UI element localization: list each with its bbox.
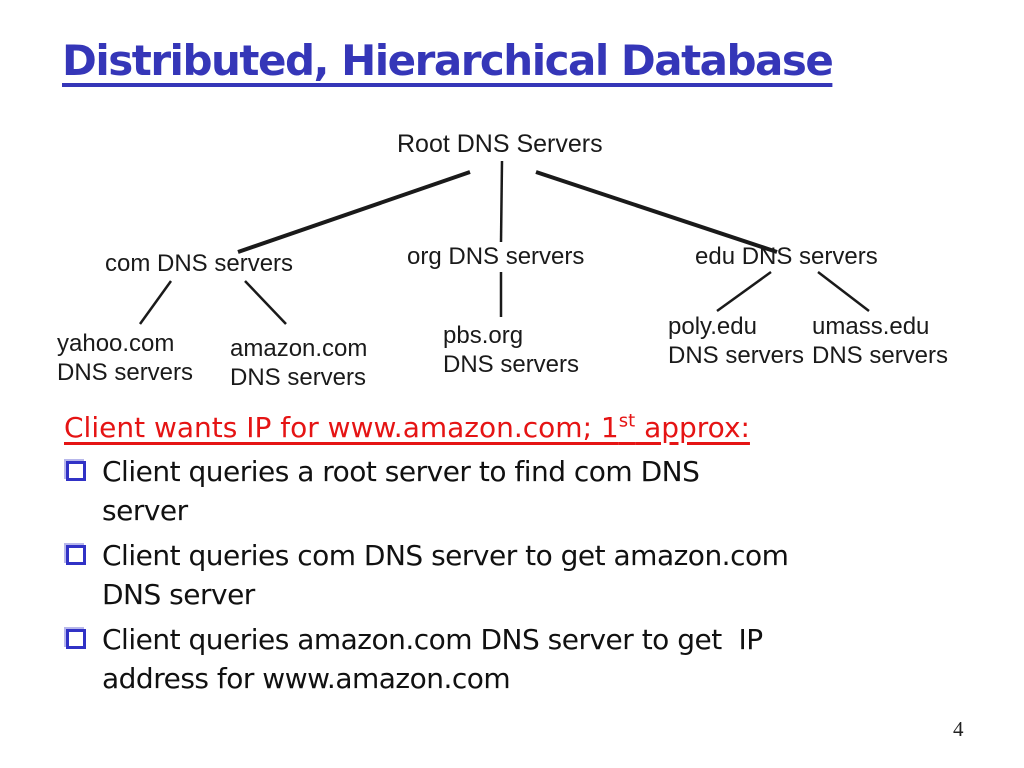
bullet-line: Client queries com DNS server to get ama… bbox=[102, 539, 789, 572]
bullet-line: DNS server bbox=[102, 578, 255, 611]
node-line: DNS servers bbox=[57, 359, 194, 386]
square-bullet-icon bbox=[66, 545, 86, 565]
edge-edu-umass bbox=[817, 271, 870, 312]
node-line: DNS servers bbox=[230, 364, 367, 391]
list-item: Client queries a root server to find com… bbox=[64, 452, 964, 530]
edge-root-org bbox=[499, 160, 504, 243]
edge-edu-poly bbox=[716, 270, 772, 313]
edge-com-amazon bbox=[244, 280, 287, 325]
bullet-line: Client queries a root server to find com… bbox=[102, 455, 700, 488]
node-line: yahoo.com bbox=[57, 330, 175, 357]
bullet-list: Client queries a root server to find com… bbox=[64, 452, 964, 704]
node-line: pbs.org bbox=[443, 322, 524, 349]
heading-superscript: st bbox=[618, 410, 636, 432]
section-heading: Client wants IP for www.amazon.com; 1st … bbox=[64, 411, 750, 444]
node-org-dns-servers: org DNS servers bbox=[407, 243, 585, 270]
node-com-dns-servers: com DNS servers bbox=[105, 250, 294, 277]
square-bullet-icon bbox=[66, 461, 86, 481]
node-edu-dns-servers: edu DNS servers bbox=[695, 243, 878, 270]
node-line: DNS servers bbox=[668, 342, 805, 369]
node-root-dns-servers: Root DNS Servers bbox=[397, 130, 603, 158]
bullet-line: address for www.amazon.com bbox=[102, 662, 511, 695]
square-bullet-icon bbox=[66, 629, 86, 649]
bullet-text: Client queries amazon.com DNS server to … bbox=[102, 620, 763, 698]
node-line: umass.edu bbox=[812, 313, 930, 340]
edge-com-yahoo bbox=[138, 280, 173, 325]
list-item: Client queries com DNS server to get ama… bbox=[64, 536, 964, 614]
node-line: DNS servers bbox=[812, 342, 949, 369]
bullet-line: server bbox=[102, 494, 188, 527]
node-line: DNS servers bbox=[443, 351, 580, 378]
bullet-text: Client queries a root server to find com… bbox=[102, 452, 700, 530]
node-line: poly.edu bbox=[668, 313, 757, 340]
page-title: Distributed, Hierarchical Database bbox=[62, 36, 834, 85]
page-number: 4 bbox=[953, 717, 964, 741]
node-line: amazon.com bbox=[230, 335, 368, 362]
bullet-text: Client queries com DNS server to get ama… bbox=[102, 536, 789, 614]
heading-suffix: approx: bbox=[635, 411, 750, 444]
heading-prefix: Client wants IP for www.amazon.com; 1 bbox=[64, 411, 619, 444]
edge-root-com bbox=[237, 170, 471, 254]
bullet-line: Client queries amazon.com DNS server to … bbox=[102, 623, 763, 656]
edge-root-edu bbox=[535, 170, 778, 254]
list-item: Client queries amazon.com DNS server to … bbox=[64, 620, 964, 698]
